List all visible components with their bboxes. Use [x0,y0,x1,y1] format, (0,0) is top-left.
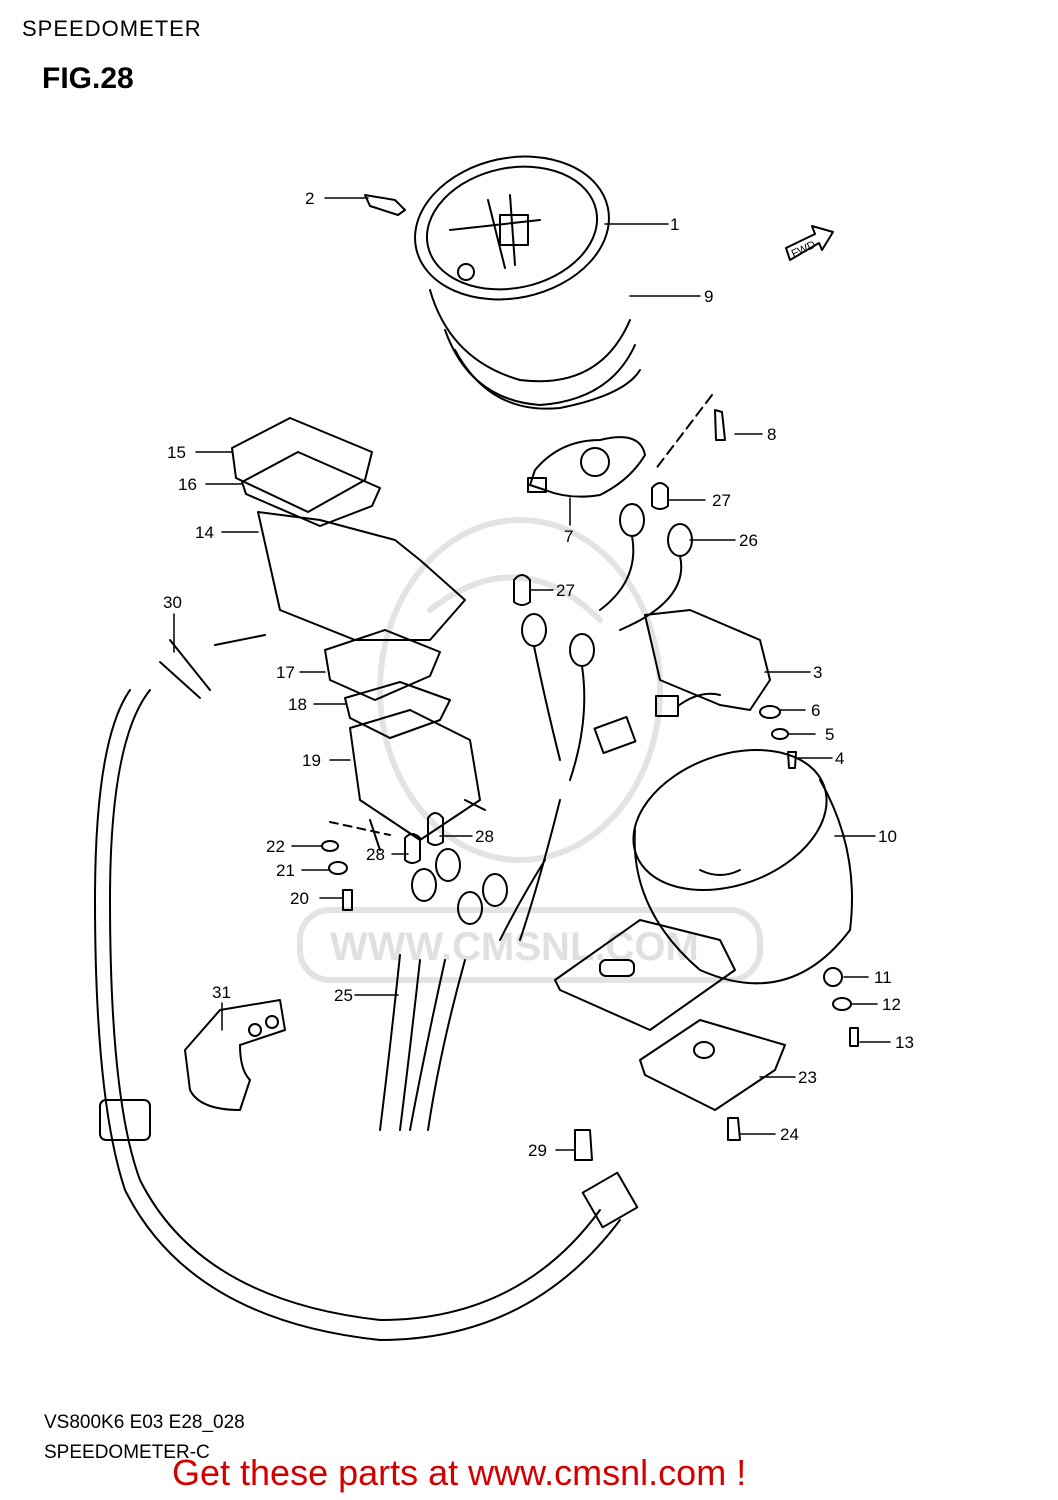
speedometer-case [632,748,853,985]
callout-13: 13 [895,1033,914,1052]
callout-10: 10 [878,827,897,846]
callout-8: 8 [767,425,776,444]
callout-leaders [173,197,891,1151]
callout-4: 4 [835,749,844,768]
callout-12: 12 [882,995,901,1014]
callout-20: 20 [290,889,309,908]
callout-1: 1 [670,215,679,234]
callout-6: 6 [811,701,820,720]
callout-19: 19 [302,751,321,770]
callout-25: 25 [334,986,353,1005]
bulbs-and-sockets [513,482,693,781]
speedometer-cable [94,634,639,1341]
callout-26: 26 [739,531,758,550]
callout-18: 18 [288,695,307,714]
callout-16: 16 [178,475,197,494]
fasteners-3-6 [759,705,797,769]
model-code: VS800K6 E03 E28_028 [44,1412,245,1433]
promo-banner[interactable]: Get these parts at www.cmsnl.com ! [172,1452,747,1493]
callout-21: 21 [276,861,295,880]
callout-17: 17 [276,663,295,682]
callout-27-a: 27 [712,491,731,510]
forward-arrow-icon: FWD [785,225,834,261]
callout-15: 15 [167,443,186,462]
callout-28-a: 28 [475,827,494,846]
callout-numbers: 1 2 3 4 5 6 7 8 9 10 11 12 13 14 15 16 1… [163,189,914,1160]
indicator-lens-body [324,629,486,851]
callout-23: 23 [798,1068,817,1087]
callout-11: 11 [874,968,892,987]
callout-3: 3 [813,663,822,682]
cable-clamp [184,999,286,1111]
callout-24: 24 [780,1125,799,1144]
speedometer-bulb-socket [364,194,406,216]
callout-7: 7 [564,527,573,546]
callout-22: 22 [266,837,285,856]
callout-31: 31 [212,983,231,1002]
callout-29: 29 [528,1141,547,1160]
figure-subtitle: SPEEDOMETER-C [44,1442,210,1463]
mount-bracket [554,919,786,1111]
callout-30: 30 [163,593,182,612]
callout-28-b: 28 [366,845,385,864]
speedometer-cable-joint [527,436,646,498]
watermark-text: WWW.CMSNL.COM [330,925,699,969]
svg-text:FWD: FWD [790,239,818,260]
page-section-title: SPEEDOMETER [22,16,202,41]
callout-14: 14 [195,523,214,542]
callout-2: 2 [305,189,314,208]
fasteners-11-13 [574,967,859,1161]
callout-27-b: 27 [556,581,575,600]
indicator-cover [231,417,466,641]
indicator-unit [644,609,771,717]
figure-label: FIG.28 [42,62,134,95]
callout-9: 9 [704,287,713,306]
screw-8 [654,394,726,471]
lower-bulbs-harness [379,715,637,1131]
fasteners-20-22 [321,821,391,911]
callout-5: 5 [825,725,834,744]
speedometer-gauge [414,155,641,410]
